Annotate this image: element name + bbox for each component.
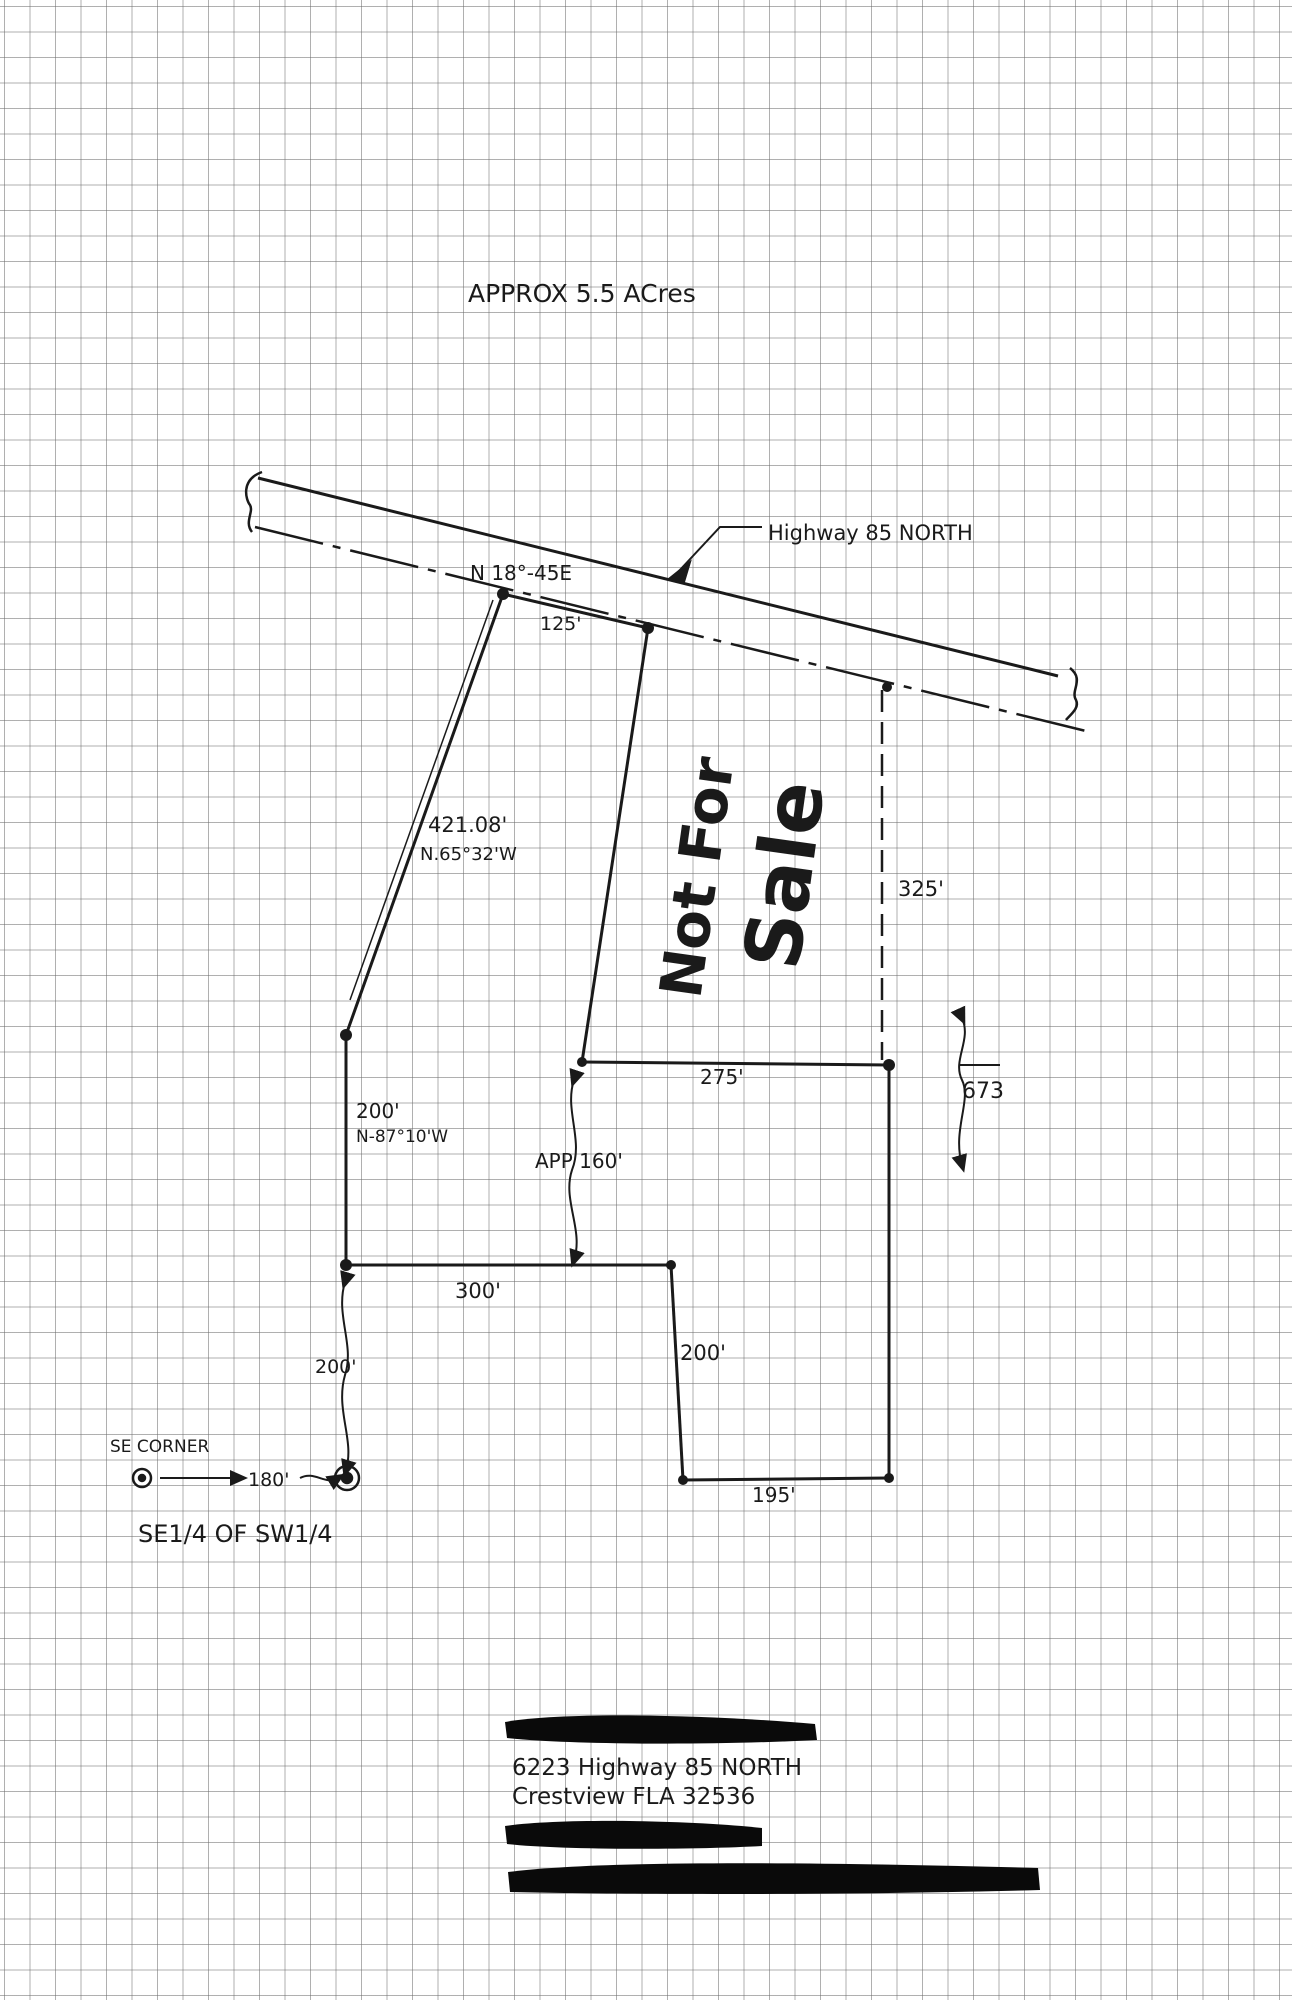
step-side-label: 200' xyxy=(680,1341,726,1365)
address-line1: 6223 Highway 85 NORTH xyxy=(512,1755,802,1781)
diagonal-bearing-label: N.65°32'W xyxy=(420,844,517,865)
west-side-label: 200' xyxy=(356,1099,400,1123)
quarter-section-label: SE1/4 OF SW1/4 xyxy=(138,1520,333,1548)
highway-85-band xyxy=(244,470,1091,734)
redaction-bar xyxy=(505,1820,762,1849)
parcel-boundary xyxy=(344,592,1000,1482)
bottom-width-label: 195' xyxy=(752,1483,796,1507)
top-side-label: 125' xyxy=(540,613,582,635)
title: APPROX 5.5 ACres xyxy=(468,279,696,308)
redaction-bar xyxy=(508,1863,1040,1894)
mid-width-label: 275' xyxy=(700,1065,744,1089)
south-extension-label: 200' xyxy=(315,1356,357,1378)
diagonal-length-label: 421.08' xyxy=(428,813,507,837)
corner-points xyxy=(340,588,895,1485)
corner-offset-label: 180' xyxy=(248,1469,290,1491)
bearing-top-label: N 18°-45E xyxy=(470,561,572,585)
dimension-arrows xyxy=(160,1005,967,1491)
right-small-label: 673 xyxy=(962,1079,1004,1104)
west-bearing-label: N-87°10'W xyxy=(356,1127,448,1147)
highway-label: Highway 85 NORTH xyxy=(768,521,973,545)
se-corner-label: SE CORNER xyxy=(110,1437,209,1457)
redactions xyxy=(505,1715,1040,1894)
se-corner-markers xyxy=(131,1464,361,1492)
south-width-label: 300' xyxy=(455,1279,501,1303)
redaction-bar xyxy=(505,1715,817,1744)
not-for-sale-line2: Sale xyxy=(728,775,843,974)
highway-leader xyxy=(667,526,762,584)
app-length-label: APP 160' xyxy=(535,1149,623,1173)
address-line2: Crestview FLA 32536 xyxy=(512,1784,755,1810)
not-for-sale-line1: Not For xyxy=(647,752,748,1002)
right-side-label: 325' xyxy=(898,877,944,901)
